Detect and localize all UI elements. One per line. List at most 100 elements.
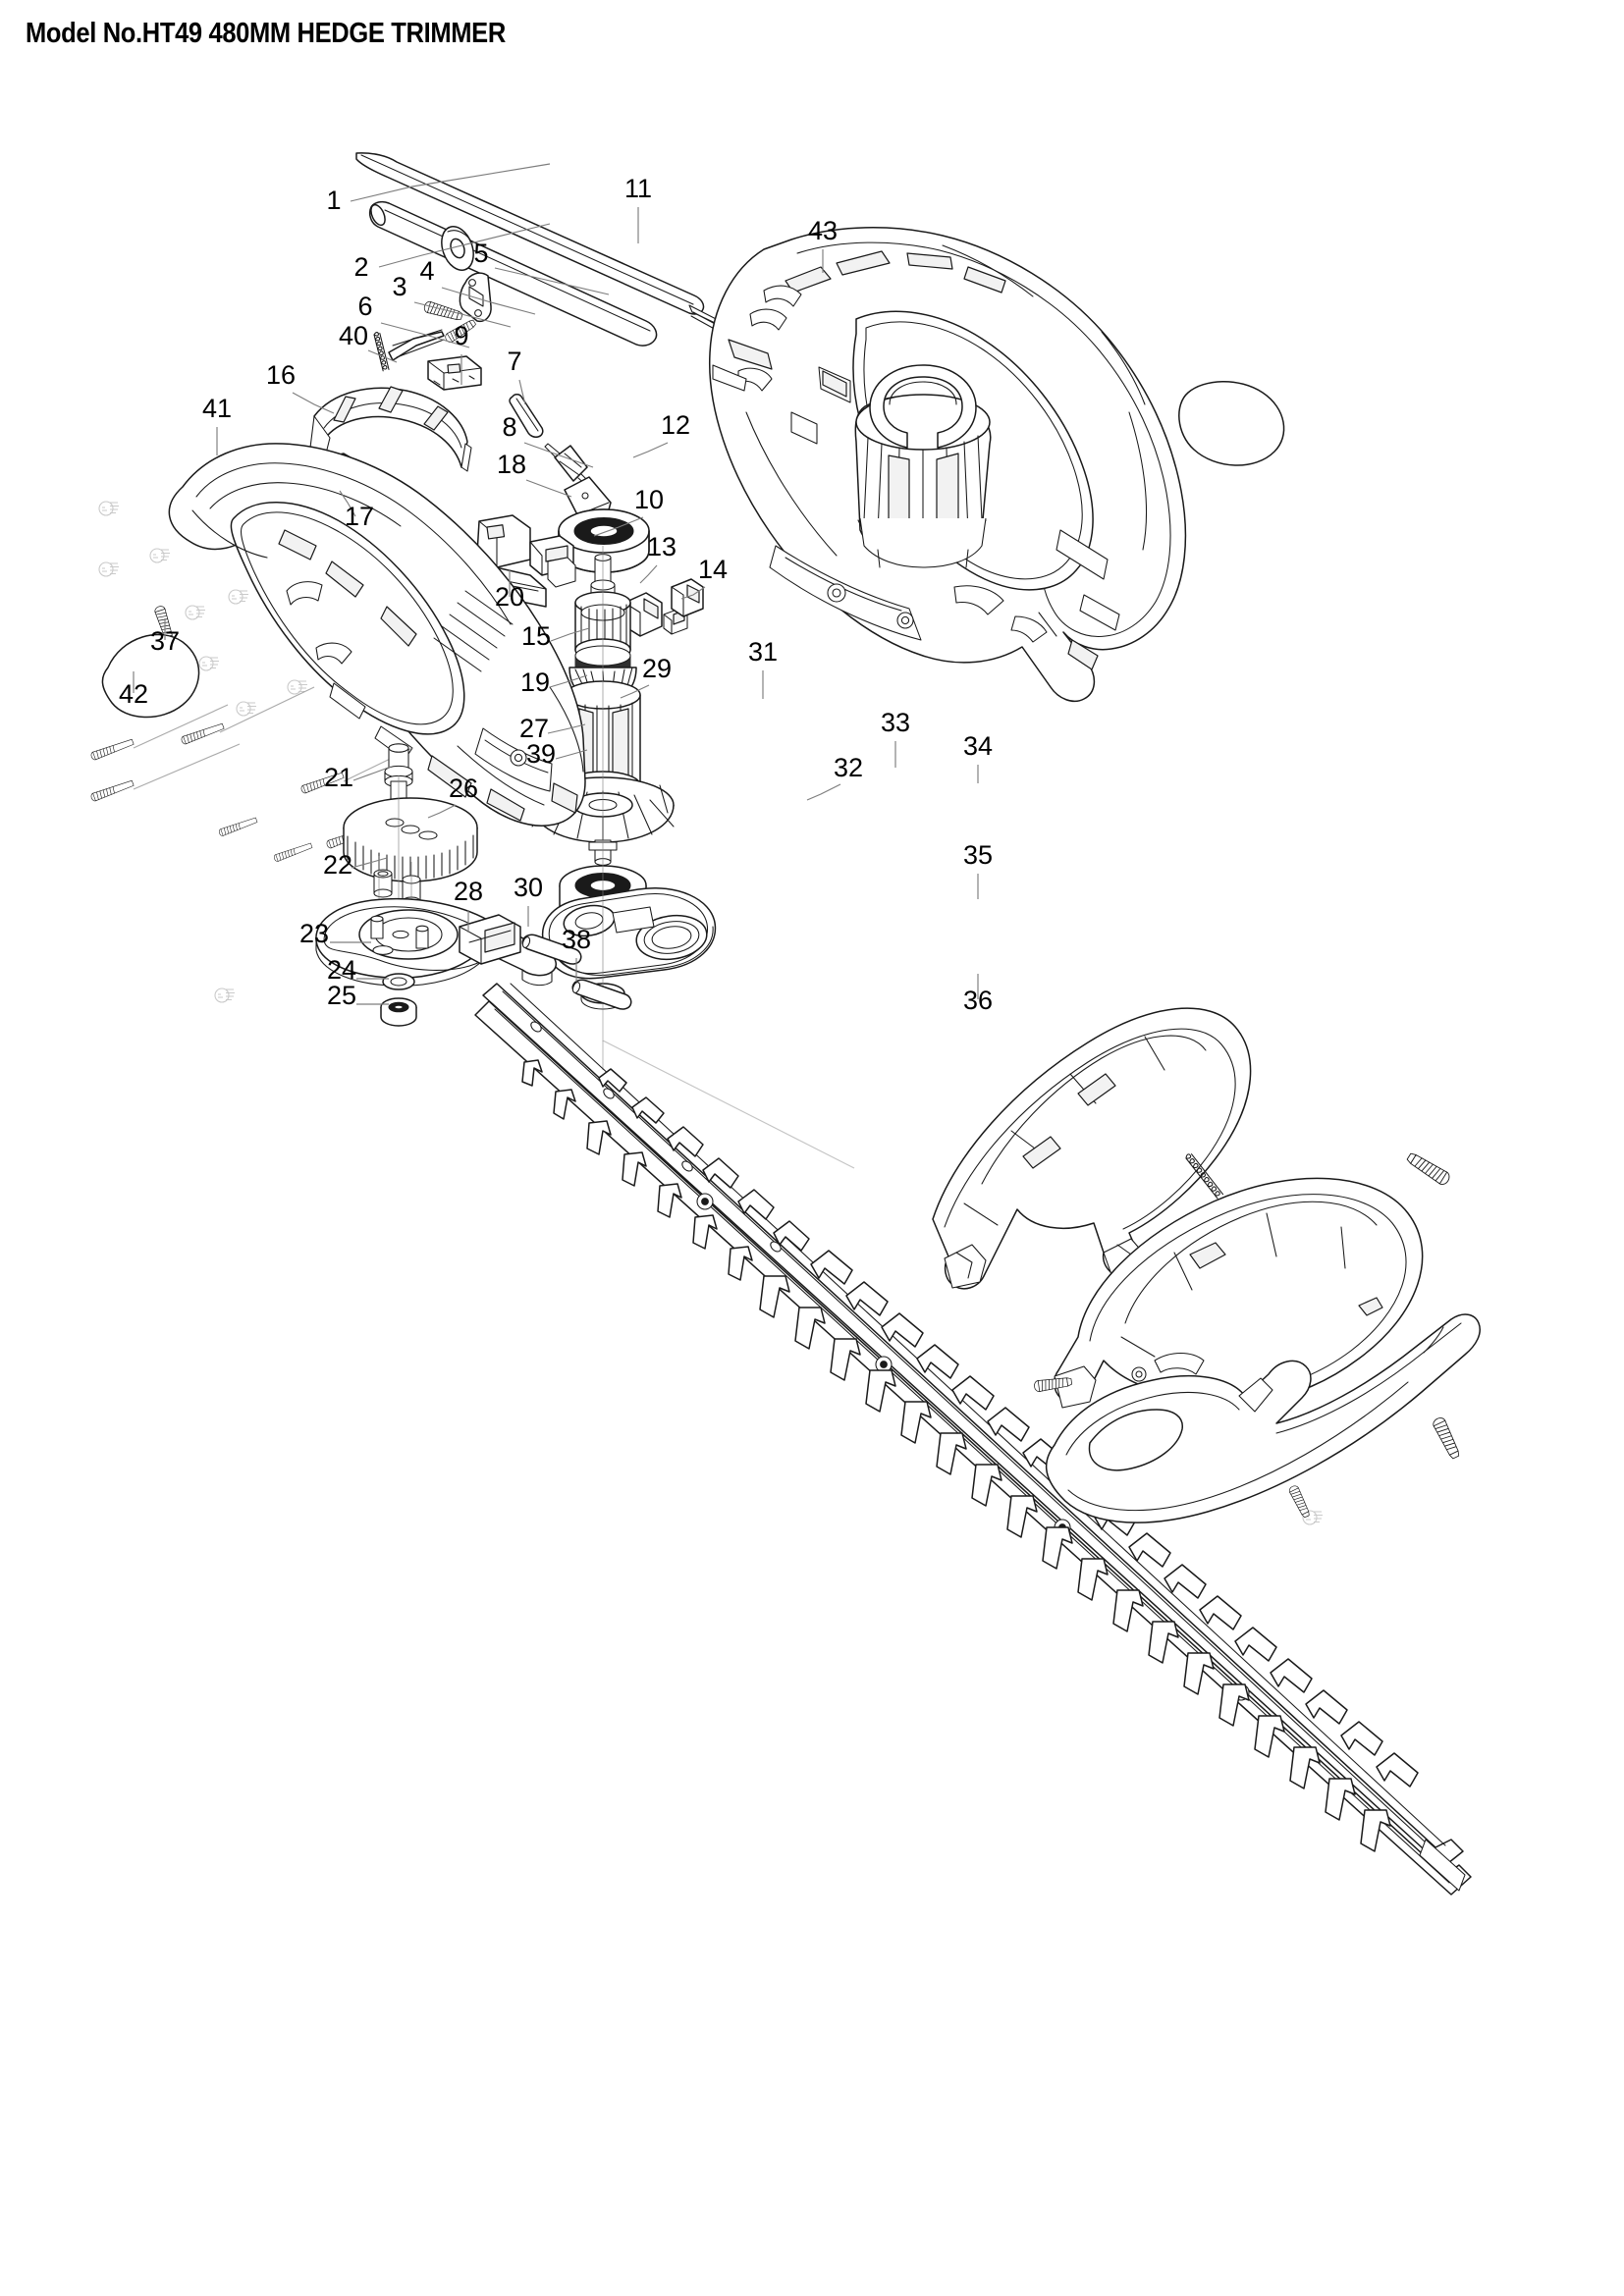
part-36-tapping-screw-guard [1431, 1415, 1463, 1461]
callout-number-20[interactable]: 20 [495, 582, 524, 612]
callout-number-31[interactable]: 31 [748, 637, 778, 667]
callout-number-26[interactable]: 26 [449, 774, 478, 803]
callout-number-30[interactable]: 30 [514, 873, 543, 902]
leader-line-6 [380, 322, 470, 348]
callout-number-38[interactable]: 38 [562, 925, 591, 954]
part-3-tapping-screw [422, 299, 464, 323]
callout-number-41[interactable]: 41 [202, 394, 232, 423]
leader-line-15 [550, 627, 590, 642]
callout-number-15[interactable]: 15 [521, 621, 551, 651]
callout-number-24[interactable]: 24 [327, 955, 356, 985]
leader-line-29 [620, 684, 650, 699]
callout-number-29[interactable]: 29 [642, 654, 672, 683]
callout-number-11[interactable]: 11 [624, 174, 652, 203]
part-28-slide-block [459, 914, 521, 965]
leader-line-10 [593, 516, 644, 537]
callout-number-33[interactable]: 33 [881, 708, 910, 737]
callout-number-25[interactable]: 25 [327, 981, 356, 1010]
callout-number-34[interactable]: 34 [963, 731, 993, 761]
callout-number-40[interactable]: 40 [339, 321, 368, 350]
part-1-power-supply-cord [355, 152, 732, 338]
part-7-pin [509, 394, 544, 438]
leader-line-4 [441, 287, 536, 315]
part-16-switch-lever [309, 386, 472, 486]
callout-number-9[interactable]: 9 [454, 321, 468, 350]
part-32-torsion-spring [1185, 1153, 1224, 1200]
leader-line-2 [378, 223, 551, 268]
part-31-front-handle [932, 1007, 1252, 1290]
part-10-ball-bearing [558, 508, 650, 573]
part-12-field-stator [854, 364, 992, 568]
callout-number-32[interactable]: 32 [834, 753, 863, 782]
leader-line-1 [350, 163, 551, 202]
leader-line-14 [680, 586, 706, 600]
leader-line-17 [339, 490, 356, 517]
callout-number-23[interactable]: 23 [299, 919, 329, 948]
callout-number-17[interactable]: 17 [345, 502, 374, 531]
leader-line-13 [639, 564, 658, 584]
part-36b-tapping-screw [1287, 1483, 1312, 1520]
callout-number-18[interactable]: 18 [497, 450, 526, 479]
callout-labels: 1234567891011121314151617181920212223242… [119, 174, 993, 1015]
callout-number-2[interactable]: 2 [353, 252, 368, 282]
callout-number-10[interactable]: 10 [634, 485, 664, 514]
leader-line-8 [523, 442, 594, 468]
callout-number-4[interactable]: 4 [419, 256, 434, 286]
callout-number-27[interactable]: 27 [519, 714, 549, 743]
leader-line-7 [518, 379, 526, 405]
leader-line-27 [547, 723, 586, 734]
callout-number-6[interactable]: 6 [357, 292, 372, 321]
callout-number-42[interactable]: 42 [119, 679, 148, 709]
callout-number-39[interactable]: 39 [526, 739, 556, 769]
part-9-micro-switch [427, 355, 482, 391]
part-41-left-motor-housing [168, 443, 586, 827]
callout-number-36[interactable]: 36 [963, 986, 993, 1015]
callout-number-12[interactable]: 12 [661, 410, 690, 440]
part-30-shear-pin-long [521, 934, 582, 965]
part-26-spur-gear [343, 797, 478, 882]
part-35-hand-guard [1046, 1313, 1481, 1523]
callout-number-43[interactable]: 43 [808, 216, 838, 245]
callout-number-14[interactable]: 14 [698, 555, 728, 584]
callout-number-37[interactable]: 37 [150, 626, 180, 656]
leader-line-12 [632, 442, 669, 458]
part-6-terminal-blade [388, 329, 445, 361]
callout-number-28[interactable]: 28 [454, 877, 483, 906]
part-38-shear-pin-short [571, 979, 632, 1010]
leader-line-18 [525, 479, 572, 498]
leader-line-22 [351, 857, 388, 869]
callout-number-7[interactable]: 7 [507, 347, 521, 376]
callout-leader-lines [133, 163, 979, 1005]
part-22-bushing [373, 869, 393, 898]
leader-line-21 [352, 766, 392, 781]
assembly-axis-lines [602, 546, 855, 1169]
part-14-brush-holder [671, 578, 704, 617]
callout-number-13[interactable]: 13 [647, 532, 677, 561]
part-43-nameplate-right [1178, 381, 1285, 466]
leader-line-5 [494, 267, 610, 295]
callout-number-21[interactable]: 21 [324, 763, 353, 792]
callout-number-19[interactable]: 19 [520, 667, 550, 697]
part-42-nameplate-left [101, 633, 200, 719]
callout-number-5[interactable]: 5 [473, 239, 488, 268]
page-title: Model No.HT49 480MM HEDGE TRIMMER [26, 18, 506, 49]
part-24-flat-washer [382, 973, 415, 990]
leader-line-16 [292, 392, 335, 414]
callout-number-3[interactable]: 3 [392, 272, 406, 301]
leader-line-32 [806, 783, 841, 801]
callout-number-35[interactable]: 35 [963, 840, 993, 870]
part-25-ball-bearing-small [380, 997, 417, 1027]
leader-line-40 [367, 349, 398, 363]
part-40-compression-spring [373, 332, 390, 372]
leader-line-19 [549, 674, 588, 688]
leader-line-26 [427, 804, 457, 819]
callout-number-22[interactable]: 22 [323, 850, 352, 880]
callout-number-8[interactable]: 8 [502, 412, 516, 442]
part-34-pan-head-screw [1404, 1149, 1452, 1188]
callout-number-1[interactable]: 1 [326, 186, 341, 215]
shear-blade-assembly [474, 983, 1472, 1896]
leader-line-39 [555, 749, 588, 760]
callout-number-16[interactable]: 16 [266, 360, 296, 390]
